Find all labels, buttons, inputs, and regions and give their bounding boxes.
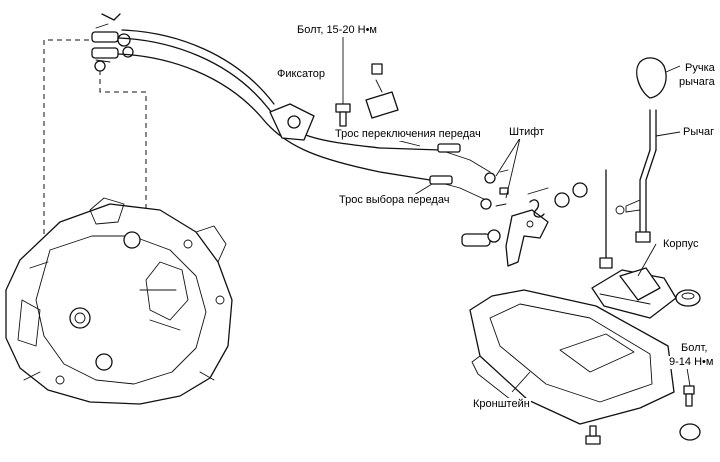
label-knob-line1: Ручка xyxy=(684,62,716,75)
bracket-part xyxy=(469,289,675,425)
bracket-bolts xyxy=(585,361,701,445)
housing-part xyxy=(591,243,677,319)
label-bracket: Кронштейн xyxy=(472,398,531,411)
label-knob-line2: рычага xyxy=(678,76,716,89)
label-bolt-top: Болт, 15-20 Н•м xyxy=(296,24,378,37)
retainer-part xyxy=(269,103,315,141)
transmission-housing xyxy=(5,197,233,405)
label-pin: Штифт xyxy=(508,126,546,139)
cables xyxy=(117,29,491,201)
small-bolt-left xyxy=(599,169,613,269)
label-housing: Корпус xyxy=(662,238,700,251)
shift-lever xyxy=(615,57,681,243)
grommet-right xyxy=(675,289,701,307)
cable-ends xyxy=(91,13,134,72)
label-bolt-right-line2: 9-14 Н•м xyxy=(668,356,715,369)
label-bolt-right-line1: Болт, xyxy=(680,342,709,355)
label-select-cable: Трос выбора передач xyxy=(338,194,451,207)
bolt-top xyxy=(335,36,351,127)
cable-fittings xyxy=(379,135,521,210)
label-shift-cable: Трос переключения передач xyxy=(334,128,482,141)
clip-part xyxy=(365,63,399,119)
label-lever: Рычаг xyxy=(682,126,716,139)
linkage-parts xyxy=(461,182,588,267)
label-retainer: Фиксатор xyxy=(276,68,326,81)
dashed-connection-line xyxy=(43,39,98,239)
